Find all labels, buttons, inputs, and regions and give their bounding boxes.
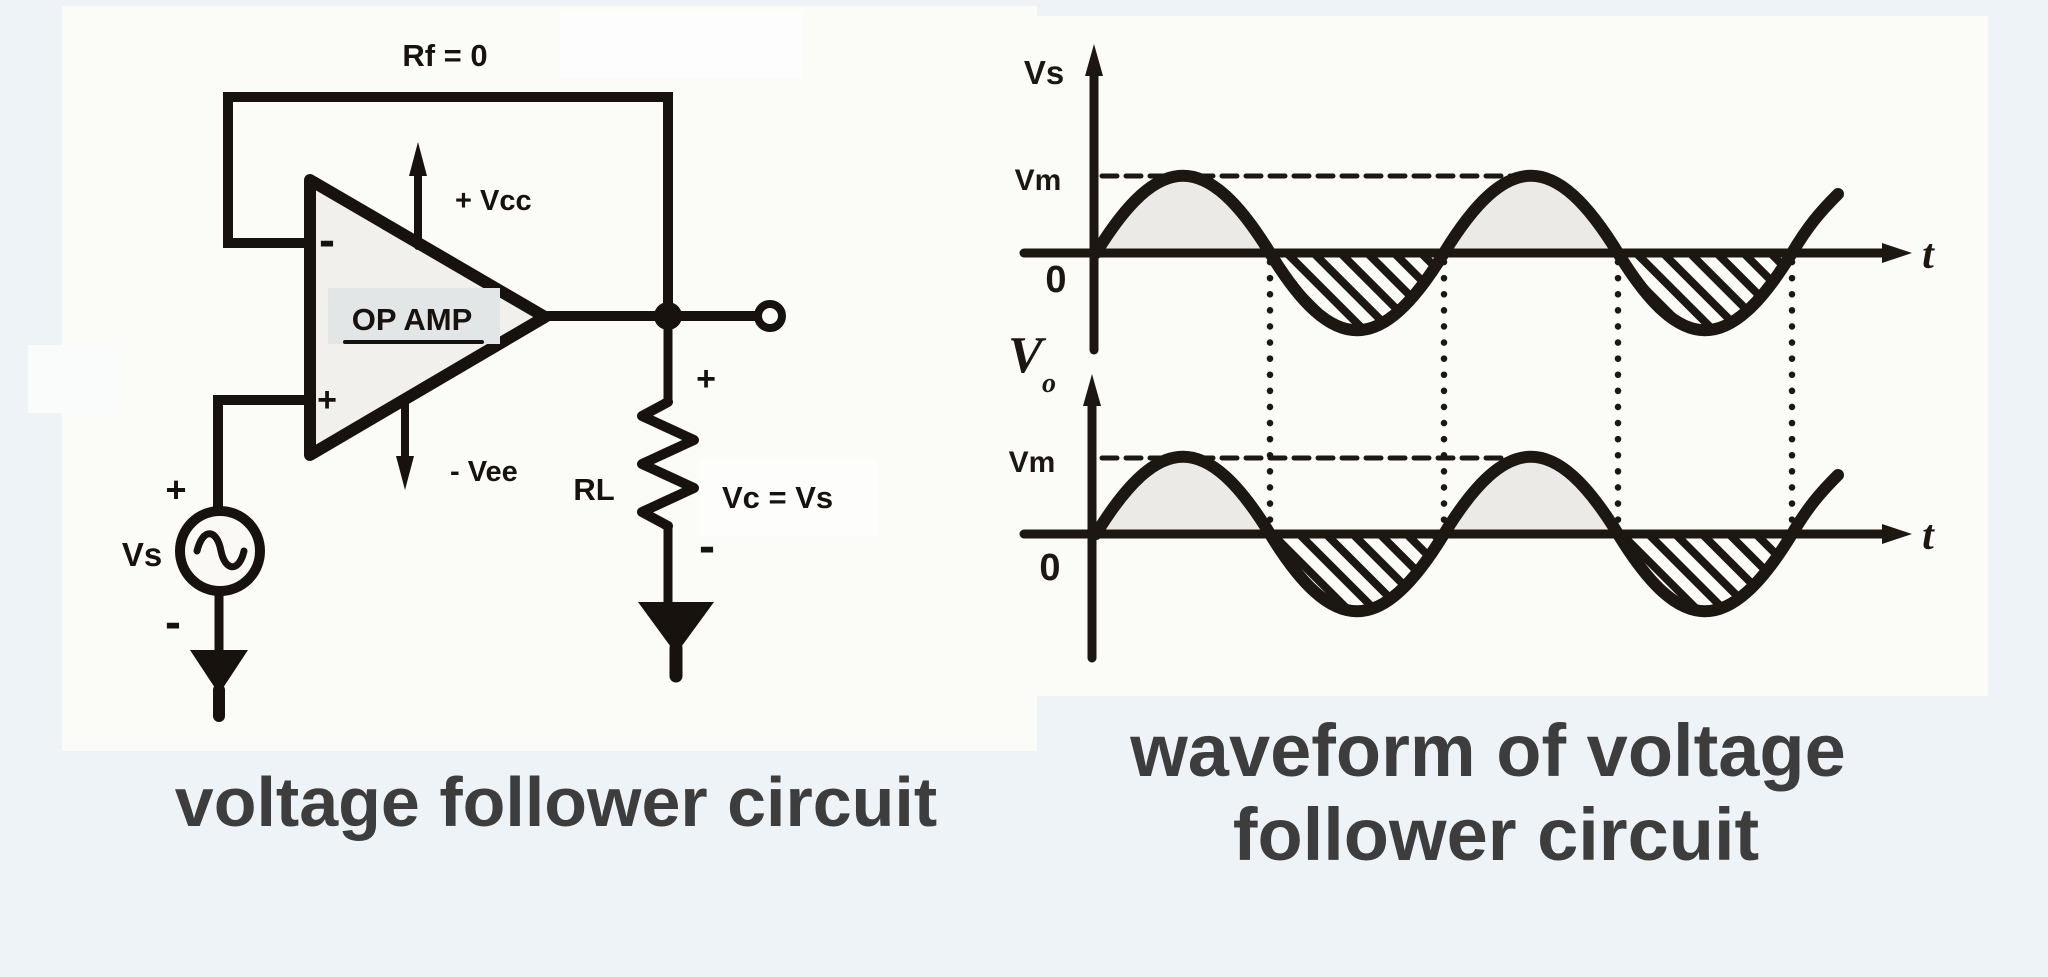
noninverting-input-wire xyxy=(213,395,317,516)
upper-peak-label: Vm xyxy=(1015,164,1062,197)
load-resistor-label: RL xyxy=(573,472,614,507)
upper-waveform: Vs Vm 0 t xyxy=(1015,44,1935,355)
positive-halfcycle-fill xyxy=(1096,175,1270,253)
opamp-label: OP AMP xyxy=(352,302,473,337)
positive-halfcycle-fill xyxy=(1444,456,1618,534)
circuit-caption: voltage follower circuit xyxy=(175,763,937,841)
lower-xlabel: t xyxy=(1922,513,1935,559)
circuit-scan-area xyxy=(62,6,1037,751)
circuit-diagram: Rf = 0 OP AMP - + + Vcc - Vee + RL Vc = … xyxy=(122,38,937,841)
lower-ylabel-subscript: o xyxy=(1042,368,1056,399)
lower-peak-label: Vm xyxy=(1009,446,1056,479)
negative-halfcycle-hatch xyxy=(1270,534,1444,612)
feedback-wire xyxy=(223,92,673,320)
resistor-icon xyxy=(637,397,699,531)
axis-arrow-icon xyxy=(1085,44,1103,76)
positive-halfcycle-fill xyxy=(1444,175,1618,253)
lower-waveform: V o Vm 0 t xyxy=(1008,327,1935,663)
label-patch xyxy=(700,460,877,537)
upper-xlabel: t xyxy=(1922,232,1935,278)
output-terminal-icon xyxy=(754,300,786,332)
ground-icon xyxy=(638,602,714,654)
waveform-caption-line1: waveform of voltage xyxy=(1129,709,1846,792)
ground-icon xyxy=(190,650,248,694)
upper-ylabel: Vs xyxy=(1024,54,1064,91)
axis-arrow-icon xyxy=(1882,524,1912,544)
waveform-diagram: Vs Vm 0 t V o Vm 0 t waveform of voltage… xyxy=(1008,44,1935,876)
negative-supply-label: - Vee xyxy=(450,456,518,488)
artifact-patch xyxy=(560,12,802,78)
output-plus-sign: + xyxy=(696,360,716,398)
upper-origin-label: 0 xyxy=(1045,259,1066,301)
source-minus-sign: - xyxy=(165,596,181,649)
source-label: Vs xyxy=(122,536,162,573)
feedback-resistor-label: Rf = 0 xyxy=(402,38,487,73)
opamp-label-patch xyxy=(328,288,500,344)
axis-arrow-icon xyxy=(1083,374,1101,406)
waveform-scan-area xyxy=(1000,16,1988,696)
source-plus-sign: + xyxy=(165,469,186,510)
lower-origin-label: 0 xyxy=(1039,547,1060,589)
sine-symbol-icon xyxy=(193,530,248,571)
sine-curve xyxy=(1090,450,1844,618)
positive-supply-label: + Vcc xyxy=(455,185,532,217)
noninverting-input-sign: + xyxy=(317,381,337,419)
vee-arrow-icon xyxy=(396,456,414,490)
vcc-arrow-icon xyxy=(409,142,427,176)
waveform-caption-line2: follower circuit xyxy=(1233,793,1759,876)
output-equation: Vc = Vs xyxy=(722,480,833,515)
zero-crossing-dotted-lines xyxy=(1266,258,1796,530)
sine-curve xyxy=(1090,169,1844,337)
negative-halfcycle-hatch xyxy=(1618,253,1792,331)
positive-halfcycle-fill xyxy=(1096,456,1270,534)
negative-halfcycle-hatch xyxy=(1618,534,1792,612)
axis-arrow-icon xyxy=(1882,243,1912,263)
artifact-patch xyxy=(28,345,120,413)
lower-ylabel: V xyxy=(1008,327,1047,384)
negative-halfcycle-hatch xyxy=(1270,253,1444,331)
inverting-input-sign: - xyxy=(319,214,335,267)
output-minus-sign: - xyxy=(699,520,715,573)
